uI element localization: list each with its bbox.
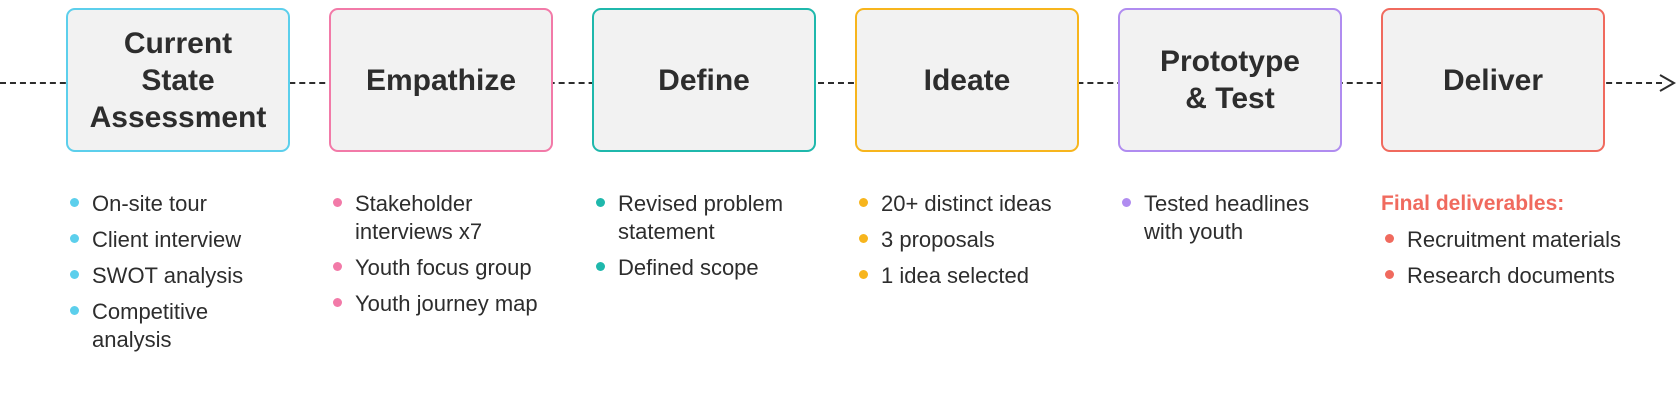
stage-item-list: Stakeholder interviews x7 Youth focus gr…: [329, 190, 553, 318]
list-item: Defined scope: [592, 254, 816, 282]
bullet-dot-icon: [333, 262, 342, 271]
list-item: Youth journey map: [329, 290, 553, 318]
list-item: Revised problem statement: [592, 190, 818, 246]
bullet-dot-icon: [1385, 234, 1394, 243]
list-item: Youth focus group: [329, 254, 553, 282]
stage-empathize: Empathize Stakeholder interviews x7 Yout…: [329, 8, 553, 326]
stage-item-list: Revised problem statement Defined scope: [592, 190, 816, 282]
list-item: 20+ distinct ideas: [855, 190, 1079, 218]
stage-item-list: Recruitment materials Research documents: [1381, 226, 1621, 290]
stage-box: Deliver: [1381, 8, 1605, 152]
stage-title: Ideate: [923, 63, 1011, 97]
bullet-dot-icon: [333, 298, 342, 307]
bullet-dot-icon: [859, 270, 868, 279]
stage-box: Prototype & Test: [1118, 8, 1342, 152]
stage-box: Empathize: [329, 8, 553, 152]
bullet-dot-icon: [70, 306, 79, 315]
list-item: Recruitment materials: [1381, 226, 1667, 254]
stage-item-list: Tested headlines with youth: [1118, 190, 1342, 246]
bullet-dot-icon: [1385, 270, 1394, 279]
stage-box: Define: [592, 8, 816, 152]
list-item: On-site tour: [66, 190, 290, 218]
stage-title: Current State Assessment: [89, 26, 267, 134]
stage-ideate: Ideate 20+ distinct ideas 3 proposals 1 …: [855, 8, 1079, 298]
process-flow-line: [0, 82, 1662, 84]
stage-title: Deliver: [1442, 63, 1544, 97]
stage-title: Prototype & Test: [1159, 45, 1300, 115]
stage-title: Empathize: [365, 63, 517, 97]
stage-item-list: 20+ distinct ideas 3 proposals 1 idea se…: [855, 190, 1079, 290]
stage-current-state-assessment: Current State Assessment On-site tour Cl…: [66, 8, 290, 362]
list-item: Tested headlines with youth: [1118, 190, 1334, 246]
stage-deliver: Deliver Final deliverables: Recruitment …: [1381, 8, 1621, 298]
stage-title: Define: [658, 63, 750, 97]
bullet-dot-icon: [333, 198, 342, 207]
list-item: Research documents: [1381, 262, 1667, 290]
list-item: Client interview: [66, 226, 290, 254]
bullet-dot-icon: [1122, 198, 1131, 207]
stage-box: Ideate: [855, 8, 1079, 152]
bullet-dot-icon: [596, 262, 605, 271]
list-item: 3 proposals: [855, 226, 1079, 254]
bullet-dot-icon: [70, 270, 79, 279]
bullet-dot-icon: [70, 198, 79, 207]
list-item: SWOT analysis: [66, 262, 290, 290]
deliverables-heading: Final deliverables:: [1381, 192, 1565, 215]
bullet-dot-icon: [596, 198, 605, 207]
stage-prototype-test: Prototype & Test Tested headlines with y…: [1118, 8, 1342, 254]
stage-box: Current State Assessment: [66, 8, 290, 152]
list-item: Stakeholder interviews x7: [329, 190, 525, 246]
bullet-dot-icon: [70, 234, 79, 243]
stage-define: Define Revised problem statement Defined…: [592, 8, 816, 290]
bullet-dot-icon: [859, 234, 868, 243]
arrow-right-icon: [1659, 74, 1677, 92]
stage-item-list: On-site tour Client interview SWOT analy…: [66, 190, 290, 354]
list-item: 1 idea selected: [855, 262, 1079, 290]
bullet-dot-icon: [859, 198, 868, 207]
list-item: Competitive analysis: [66, 298, 242, 354]
